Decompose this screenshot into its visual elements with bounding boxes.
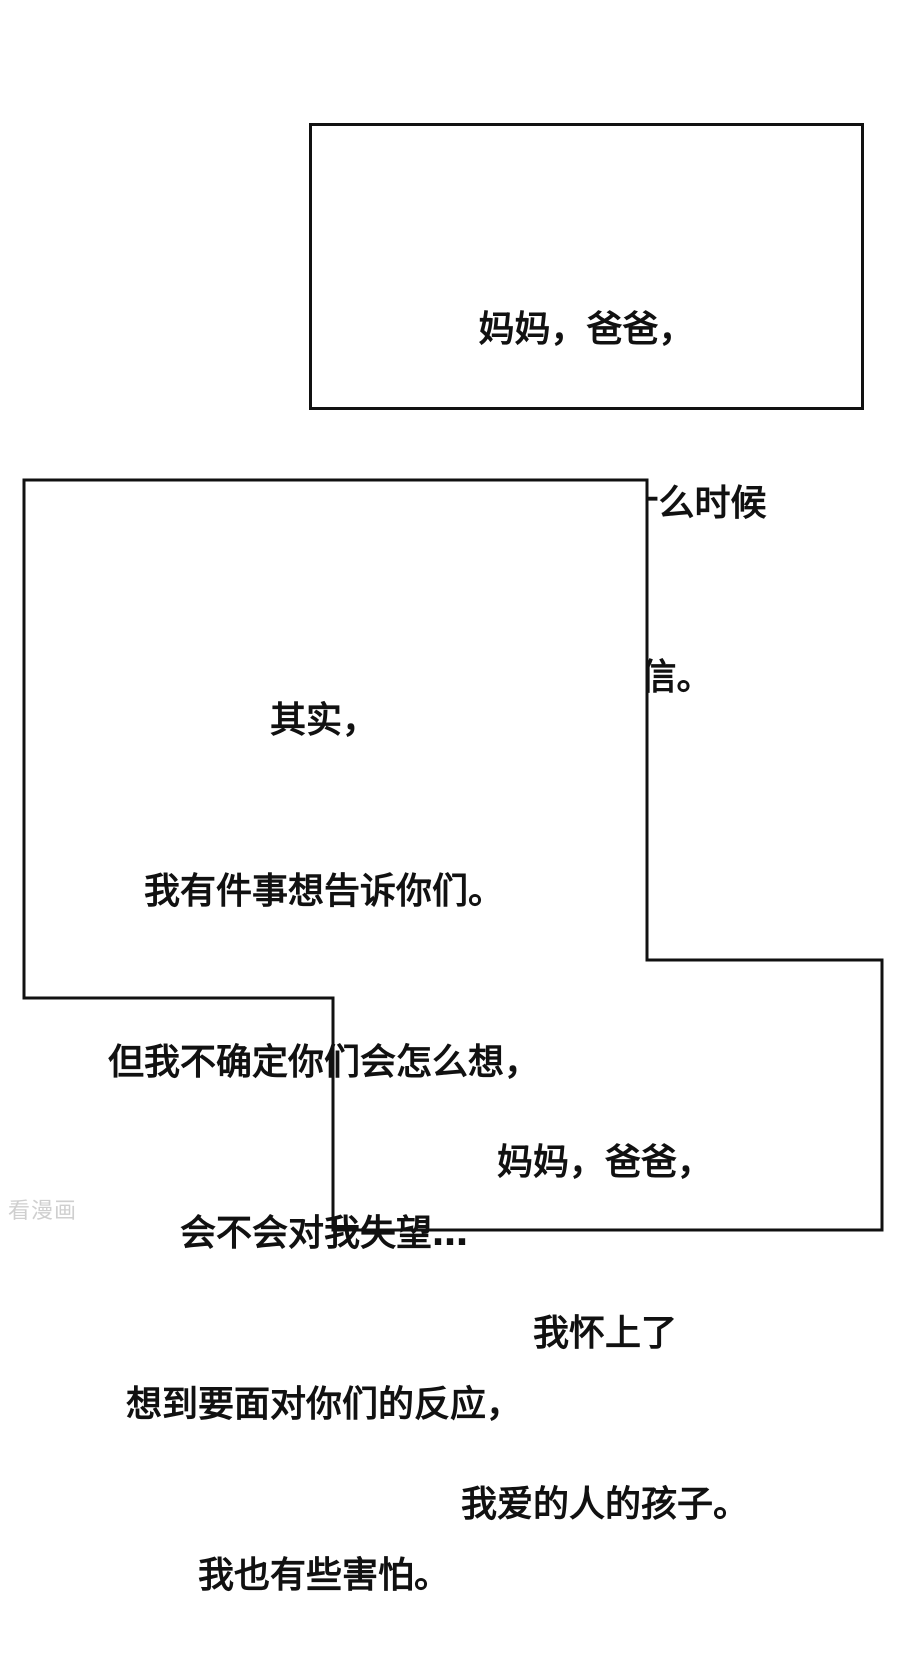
- caption-line: 我有件事想告诉你们。: [143, 871, 504, 912]
- caption-text-bottom: 妈妈，爸爸， 我怀上了 我爱的人的孩子。: [380, 1020, 830, 1590]
- caption-line: 妈妈，爸爸，: [496, 1142, 713, 1183]
- caption-box-stepped: [22, 478, 884, 1232]
- caption-line: 我爱的人的孩子。: [460, 1484, 749, 1525]
- caption-line: 妈妈，爸爸，: [478, 309, 695, 350]
- caption-line: 其实，: [269, 700, 378, 741]
- caption-box-top: [309, 123, 864, 410]
- caption-line: 但我不确定你们会怎么想，: [107, 1042, 540, 1083]
- watermark-text: 看漫画: [8, 1199, 78, 1224]
- caption-line: 我怀上了: [532, 1313, 677, 1354]
- caption-box-outline: [22, 478, 884, 1232]
